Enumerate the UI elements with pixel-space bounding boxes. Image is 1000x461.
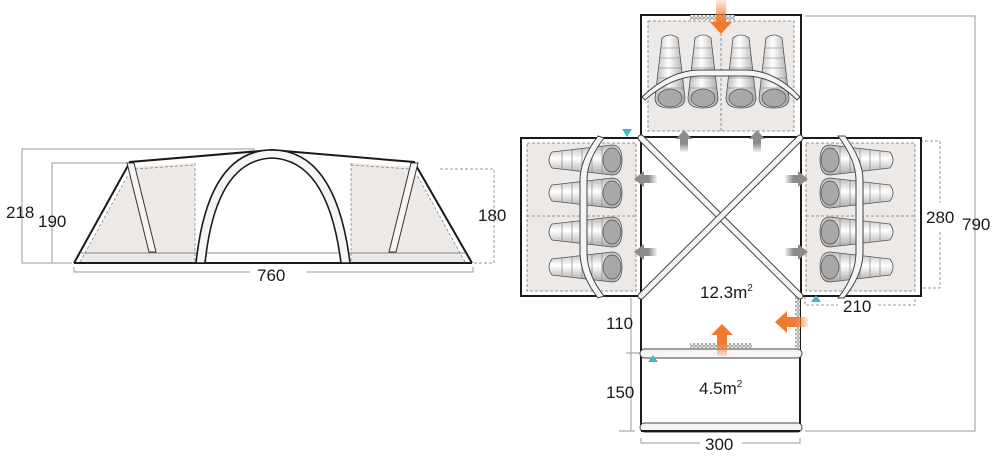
- porch-area: 4.5m2: [639, 343, 803, 433]
- door-arrow-side-icon: [775, 311, 808, 333]
- top-bedroom: [640, 14, 802, 138]
- floor-plan: 12.3m2 4.5m2: [520, 0, 990, 454]
- right-bedroom-pole: [836, 135, 864, 299]
- side-view: 218 190 180 760: [6, 148, 506, 285]
- living-area: 12.3m2: [637, 134, 804, 430]
- side-length-760-label: 760: [257, 266, 285, 285]
- side-height-180-label: 180: [478, 206, 506, 225]
- vent-arrow-right-upper-icon: [785, 171, 808, 187]
- vent-arrow-left-lower-icon: [634, 244, 657, 260]
- plan-length-790-label: 790: [962, 215, 990, 234]
- plan-dimension-lines: [619, 15, 976, 444]
- plan-depth-280-label: 280: [926, 208, 954, 227]
- plan-width-210-label: 210: [843, 297, 871, 316]
- center-arch-pole: [195, 149, 351, 264]
- left-bedroom: [520, 135, 642, 299]
- living-area-label: 12.3m2: [700, 283, 753, 302]
- vent-arrow-top-left-icon: [676, 130, 692, 152]
- peg-marker-icon: [811, 295, 821, 302]
- peg-marker-icon: [622, 129, 632, 137]
- peg-marker-icon: [648, 355, 658, 362]
- plan-width-300-label: 300: [705, 435, 733, 454]
- right-bedroom-side: [351, 163, 465, 262]
- side-height-218-label: 218: [6, 203, 34, 222]
- door-arrow-front-icon: [711, 324, 733, 356]
- left-bedroom-side: [80, 163, 195, 262]
- porch-area-label: 4.5m2: [699, 379, 743, 398]
- vent-arrow-right-lower-icon: [785, 244, 808, 260]
- top-door-mesh: [690, 15, 735, 20]
- plan-depth-150-label: 150: [606, 383, 634, 402]
- plan-depth-110-label: 110: [606, 314, 633, 333]
- vent-arrow-left-upper-icon: [634, 171, 657, 187]
- door-arrow-top-icon: [710, 0, 732, 34]
- left-side-pole: [126, 162, 157, 253]
- side-height-190-label: 190: [38, 212, 66, 231]
- left-bedroom-pole: [579, 135, 605, 299]
- right-bedroom: [800, 135, 922, 299]
- side-dimension-lines: [21, 148, 495, 273]
- right-side-pole: [388, 162, 419, 253]
- vent-arrow-top-right-icon: [749, 130, 765, 152]
- top-bedroom-pole: [641, 69, 801, 101]
